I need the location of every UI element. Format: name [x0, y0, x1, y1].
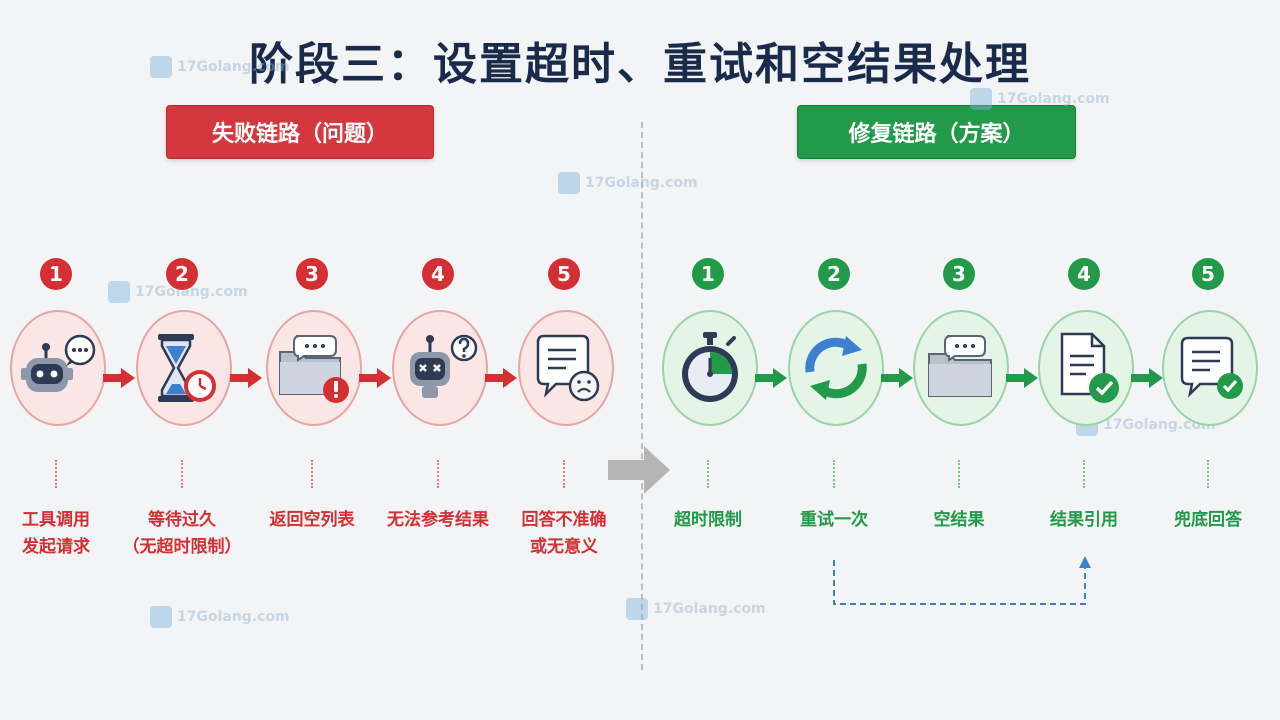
fix-step-number: 4 — [1068, 258, 1100, 290]
connector-line — [707, 460, 709, 488]
red-arrow-icon — [103, 368, 135, 388]
fix-step-number: 3 — [943, 258, 975, 290]
connector-line — [181, 460, 183, 488]
retry-arrows-icon — [805, 336, 867, 400]
green-arrow-icon — [1006, 368, 1038, 388]
section-divider — [641, 122, 643, 670]
fix-step-circle — [1162, 310, 1258, 426]
fail-step-label: 无法参考结果 — [387, 510, 489, 530]
retry-loop-connector — [833, 556, 1091, 605]
watermark-logo-icon — [558, 172, 580, 194]
watermark: 17Golang.com — [108, 281, 248, 303]
fail-step-circle — [10, 310, 106, 426]
fix-step-circle — [788, 310, 884, 426]
fix-step-label: 结果引用 — [1050, 510, 1118, 530]
watermark-logo-icon — [626, 598, 648, 620]
fail-step-circle — [518, 310, 614, 426]
watermark-logo-icon — [970, 88, 992, 110]
connector-line — [55, 460, 57, 488]
fix-step-number: 5 — [1192, 258, 1224, 290]
watermark: 17Golang.com — [150, 56, 290, 78]
connector-line — [1083, 460, 1085, 488]
hourglass-clock-icon — [158, 334, 216, 402]
fix-step-label: 空结果 — [933, 510, 985, 530]
watermark-logo-icon — [150, 606, 172, 628]
fail-step-number: 3 — [296, 258, 328, 290]
document-check-icon — [1060, 332, 1119, 403]
fail-chain-banner: 失败链路（问题） — [166, 105, 434, 159]
connector-line — [958, 460, 960, 488]
watermark: 17Golang.com — [626, 598, 766, 620]
page-title: 阶段三：设置超时、重试和空结果处理 — [249, 39, 1031, 90]
green-arrow-icon — [755, 368, 787, 388]
fail-step-number: 4 — [422, 258, 454, 290]
connector-line — [1207, 460, 1209, 488]
fail-step-circle — [266, 310, 362, 426]
fail-step-label: 等待过久 （无超时限制） — [122, 510, 242, 557]
green-arrow-icon — [881, 368, 913, 388]
fix-step-number: 1 — [692, 258, 724, 290]
fail-step-label: 返回空列表 — [269, 510, 355, 530]
red-arrow-icon — [359, 368, 391, 388]
fail-step-number: 2 — [166, 258, 198, 290]
connector-line — [563, 460, 565, 488]
green-arrow-icon — [1131, 368, 1163, 388]
connector-line — [833, 460, 835, 488]
sad-document-icon — [536, 334, 600, 402]
fix-step-label: 超时限制 — [674, 510, 742, 530]
robot-chat-icon — [21, 334, 96, 392]
connector-line — [311, 460, 313, 488]
watermark-logo-icon — [108, 281, 130, 303]
fix-step-circle — [913, 310, 1009, 426]
fail-step-label: 回答不准确 或无意义 — [521, 510, 607, 557]
red-arrow-icon — [485, 368, 517, 388]
fix-chain-banner: 修复链路（方案） — [797, 105, 1076, 159]
watermark: 17Golang.com — [558, 172, 698, 194]
watermark: 17Golang.com — [970, 88, 1110, 110]
stopwatch-icon — [682, 332, 738, 402]
fix-step-circle — [662, 310, 758, 426]
connector-line — [437, 460, 439, 488]
red-arrow-icon — [230, 368, 262, 388]
chat-check-icon — [1180, 336, 1243, 399]
watermark: 17Golang.com — [150, 606, 290, 628]
watermark-logo-icon — [150, 56, 172, 78]
fix-step-number: 2 — [818, 258, 850, 290]
fail-step-circle — [136, 310, 232, 426]
fail-step-number: 5 — [548, 258, 580, 290]
fix-step-circle — [1038, 310, 1134, 426]
fix-step-label: 兜底回答 — [1174, 510, 1242, 530]
transition-arrow-icon — [608, 446, 670, 494]
empty-folder-icon — [928, 335, 992, 397]
fix-step-label: 重试一次 — [800, 510, 868, 530]
fail-step-label: 工具调用 发起请求 — [22, 510, 90, 557]
confused-robot-icon — [410, 334, 478, 398]
fail-step-number: 1 — [40, 258, 72, 290]
fail-step-circle — [392, 310, 488, 426]
folder-error-icon — [279, 335, 349, 403]
